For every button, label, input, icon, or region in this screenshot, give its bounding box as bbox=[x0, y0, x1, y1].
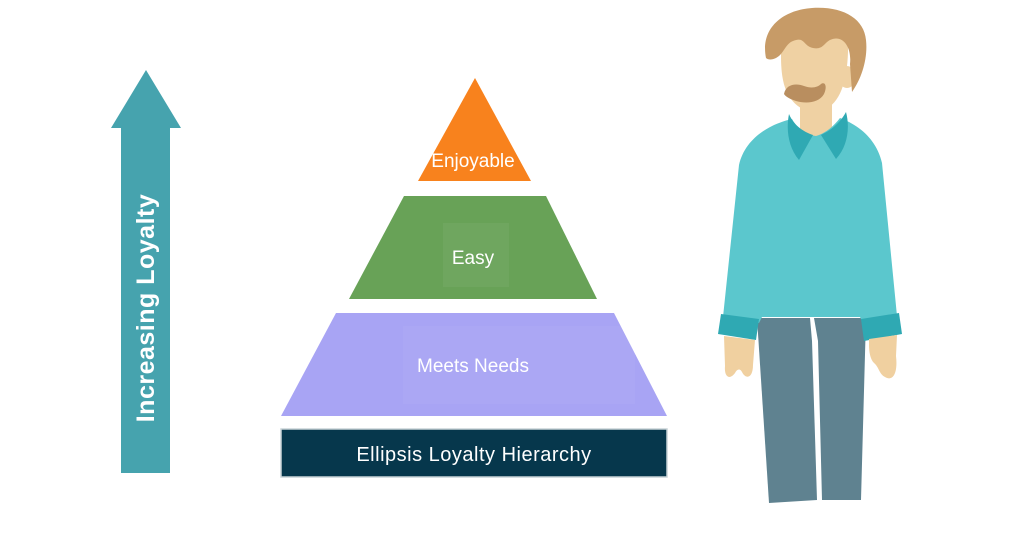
increasing-loyalty-arrow: Increasing Loyalty bbox=[111, 70, 181, 473]
man-right-cuff bbox=[861, 313, 902, 341]
man-right-hand bbox=[869, 335, 897, 379]
pyramid-level-top-label: Enjoyable bbox=[431, 151, 514, 172]
man-shirt bbox=[723, 118, 897, 323]
up-arrow-icon bbox=[111, 70, 181, 473]
pyramid-level-bottom bbox=[281, 313, 667, 416]
pyramid-level-middle bbox=[349, 196, 597, 299]
pyramid-level-middle-highlight bbox=[443, 223, 509, 287]
man-right-leg bbox=[814, 318, 866, 500]
pyramid-level-middle-label: Easy bbox=[452, 248, 495, 269]
man-left-cuff bbox=[718, 314, 759, 340]
man-left-hand bbox=[724, 336, 755, 377]
pyramid-level-top bbox=[418, 78, 531, 181]
man-hair bbox=[765, 7, 867, 93]
pyramid-level-bottom-highlight bbox=[403, 326, 635, 404]
man-mustache bbox=[784, 83, 826, 103]
loyalty-pyramid: Enjoyable Easy Meets Needs Ellipsis Loya… bbox=[280, 78, 668, 478]
man-collar-right bbox=[821, 112, 848, 159]
man-collar-left bbox=[787, 114, 813, 160]
title-bar bbox=[280, 428, 668, 478]
standing-man-illustration bbox=[718, 7, 902, 503]
man-left-leg bbox=[757, 318, 817, 503]
arrow-label: Increasing Loyalty bbox=[132, 194, 160, 423]
diagram-title: Ellipsis Loyalty Hierarchy bbox=[356, 444, 591, 466]
pyramid-level-bottom-label: Meets Needs bbox=[417, 356, 529, 377]
